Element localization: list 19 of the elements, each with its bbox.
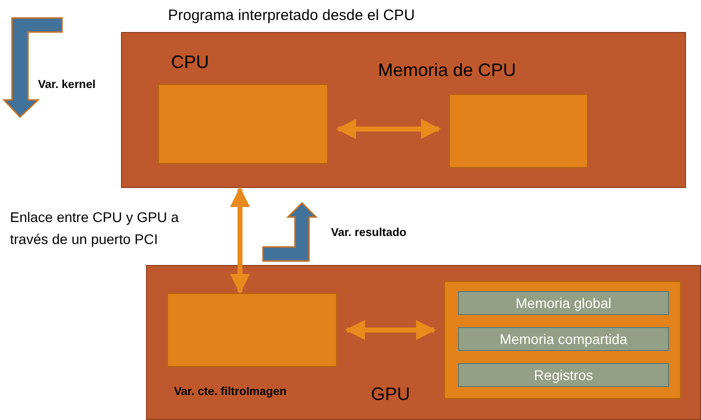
memory-label: Memoria global [516, 295, 612, 311]
container-title: Programa interpretado desde el CPU [168, 7, 415, 24]
box-caption: Var. cte. filtroImagen [174, 386, 286, 398]
double-arrow [345, 320, 436, 340]
link-description: Enlace entre CPU y GPU a través de un puerto PCI [10, 208, 180, 250]
double-arrow [230, 187, 250, 294]
box-heading: Memoria de CPU [378, 60, 516, 81]
memory-panel [444, 281, 681, 399]
double-arrow [336, 119, 441, 139]
memory-bar [458, 363, 669, 387]
variable-label: Var. kernel [38, 78, 96, 93]
container-heading: GPU [371, 384, 410, 405]
box-heading: CPU [171, 52, 210, 73]
gpu-container [146, 265, 701, 420]
variable-label: Var. resultado [331, 226, 406, 241]
memory-label: Memoria compartida [500, 331, 628, 347]
memory-label: Registros [534, 367, 594, 383]
memory-bar [458, 327, 669, 351]
memory-bar [458, 291, 669, 315]
